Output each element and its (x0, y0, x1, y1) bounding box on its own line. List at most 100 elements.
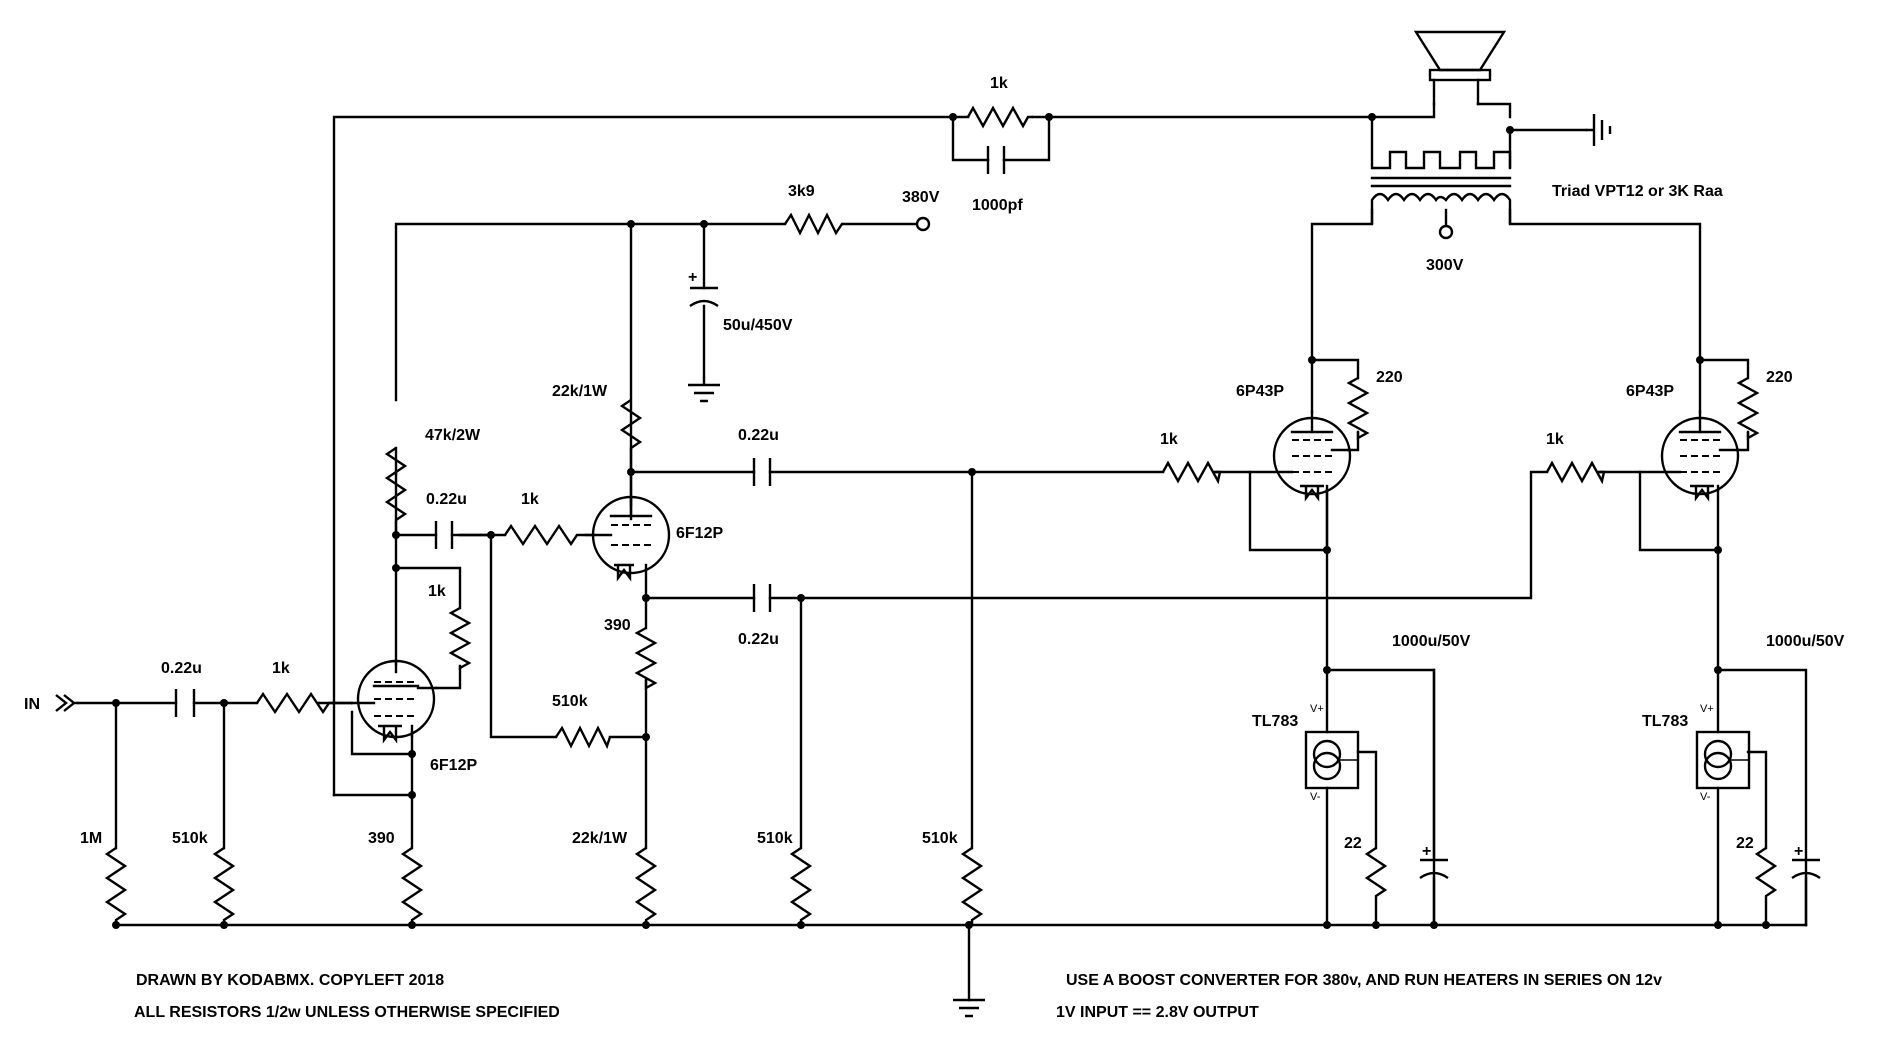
capacitor-1000pf (986, 146, 1006, 174)
label-1k-grid2: 1k (521, 491, 539, 508)
resistor-1k-gstop-left (1161, 460, 1222, 485)
label-1000pf: 1000pf (972, 197, 1023, 214)
resistor-1k-grid1 (256, 691, 352, 715)
resistor-22k-plate (619, 399, 643, 450)
label-6p43p-left: 6P43P (1236, 383, 1284, 400)
resistors (104, 105, 1778, 925)
ccs-tl783-left-icon (1304, 730, 1360, 790)
labels: IN 1M 0.22u 510k 1k 6F12P 390 47k/2W 1k … (24, 75, 1845, 860)
label-coupling-3: 0.22u (738, 631, 779, 648)
resistor-390-v2 (634, 626, 658, 691)
ground-icon (688, 377, 720, 403)
label-22k-lower: 22k/1W (572, 830, 628, 847)
label-510k-feedback: 510k (552, 693, 588, 710)
tube-v2-icon (591, 495, 671, 600)
label-1000u-right: 1000u/50V (1766, 633, 1845, 650)
input-label: IN (24, 696, 40, 713)
label-390-v2: 390 (604, 617, 631, 634)
resistor-220-right (1736, 376, 1760, 441)
label-22-right: 22 (1736, 835, 1754, 852)
tube-6p43p-right-icon (1638, 410, 1740, 502)
resistor-3k9 (784, 212, 843, 236)
label-vminus-right: V- (1700, 791, 1711, 803)
label-50u: 50u/450V (723, 317, 793, 334)
output-transformer-icon (1370, 150, 1512, 224)
resistor-1m (104, 847, 128, 925)
note-drawn-by: DRAWN BY KODABMX. COPYLEFT 2018 (136, 972, 444, 989)
resistor-1k-nfb (966, 105, 1033, 129)
capacitor-coupling-3 (752, 584, 772, 612)
ccs-tl783-right-icon (1695, 730, 1751, 790)
label-1k-gstop-left: 1k (1160, 431, 1178, 448)
label-coupling-2: 0.22u (738, 427, 779, 444)
junctions (112, 113, 1770, 929)
tube-6p43p-left-icon (1248, 410, 1352, 502)
label-tl783-left: TL783 (1252, 713, 1298, 730)
label-plus-cap-right: + (1794, 843, 1803, 860)
resistor-47k-plate (384, 447, 408, 535)
note-gain: 1V INPUT == 2.8V OUTPUT (1056, 1004, 1259, 1021)
resistor-1k-gstop-right (1545, 460, 1606, 485)
label-22k-plate: 22k/1W (552, 383, 608, 400)
label-vplus-left: V+ (1310, 703, 1324, 715)
ground-icon (1586, 114, 1612, 146)
label-510k-bias-a: 510k (757, 830, 793, 847)
grounds (688, 114, 1612, 1018)
note-resistors: ALL RESISTORS 1/2w UNLESS OTHERWISE SPEC… (134, 1004, 560, 1021)
label-1k-gstop-right: 1k (1546, 431, 1564, 448)
label-220-left: 220 (1376, 369, 1403, 386)
label-1k-grid1: 1k (272, 660, 290, 677)
label-vminus-left: V- (1310, 791, 1321, 803)
label-3k9: 3k9 (788, 183, 815, 200)
label-390-v1: 390 (368, 830, 395, 847)
capacitor-input (174, 689, 196, 717)
label-22-left: 22 (1344, 835, 1362, 852)
label-coupling-1: 0.22u (426, 491, 467, 508)
label-380v: 380V (902, 189, 940, 206)
label-1m: 1M (80, 830, 102, 847)
label-c-in: 0.22u (161, 660, 202, 677)
label-v2-tube: 6F12P (676, 525, 723, 542)
label-tl783-right: TL783 (1642, 713, 1688, 730)
resistor-1k-g2 (448, 606, 472, 671)
capacitor-coupling-2 (752, 458, 772, 486)
capacitor-50u (689, 286, 719, 307)
label-220-right: 220 (1766, 369, 1793, 386)
supply-terminal-380v (915, 216, 931, 232)
resistor-1k-grid2 (504, 523, 594, 547)
resistor-22-left (1364, 847, 1388, 925)
capacitor-1000u-left (1419, 858, 1449, 879)
resistor-22-right (1754, 847, 1778, 925)
label-47k: 47k/2W (425, 427, 481, 444)
resistor-220-left (1346, 376, 1370, 441)
resistor-390-v1 (400, 847, 424, 925)
resistor-510k-bias-b (960, 847, 984, 925)
label-510k-bias-b: 510k (922, 830, 958, 847)
label-1000u-left: 1000u/50V (1392, 633, 1471, 650)
label-v1-tube: 6F12P (430, 757, 477, 774)
label-transformer: Triad VPT12 or 3K Raa (1552, 183, 1723, 200)
label-plus-cap-left: + (1422, 843, 1431, 860)
resistor-510k-bias-a (789, 847, 813, 925)
label-vplus-right: V+ (1700, 703, 1714, 715)
capacitors (174, 146, 1821, 927)
resistor-510k-feedback (555, 725, 612, 750)
label-plus-filter: + (688, 269, 697, 286)
label-1k-nfb: 1k (990, 75, 1008, 92)
label-1k-g2: 1k (428, 583, 446, 600)
ground-icon (953, 998, 985, 1018)
resistor-510k-input (212, 847, 236, 925)
notes: DRAWN BY KODABMX. COPYLEFT 2018 ALL RESI… (134, 972, 1662, 1021)
wiring (76, 102, 1808, 1002)
speaker-icon (1413, 30, 1507, 106)
label-510k-input: 510k (172, 830, 208, 847)
input-connector-icon (55, 694, 80, 712)
supply-terminal-300v (1438, 224, 1454, 240)
resistor-22k-lower (634, 847, 658, 925)
label-300v: 300V (1426, 257, 1464, 274)
label-6p43p-right: 6P43P (1626, 383, 1674, 400)
capacitor-coupling-1 (434, 521, 454, 549)
capacitor-1000u-right (1791, 858, 1821, 879)
tube-v1-icon (350, 659, 438, 744)
